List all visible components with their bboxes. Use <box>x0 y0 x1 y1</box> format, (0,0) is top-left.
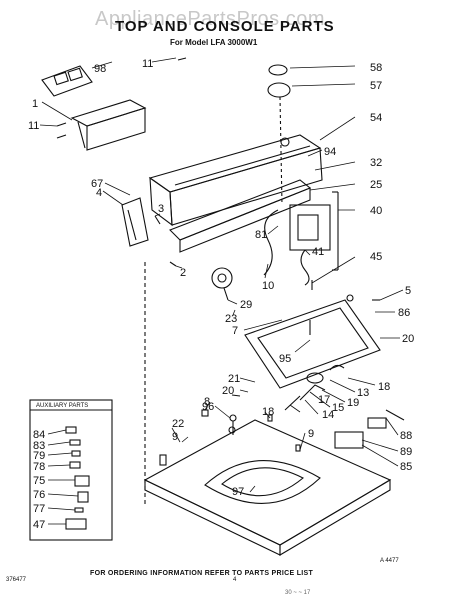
callout-3: 3 <box>158 203 164 215</box>
timer-knob <box>267 64 291 206</box>
callout-5: 5 <box>405 285 411 297</box>
diagram-ref-code: A 4477 <box>380 558 399 564</box>
wire-harness <box>263 209 279 276</box>
top-cabinet <box>143 419 392 556</box>
callout-23: 23 <box>225 313 237 325</box>
callout-57: 57 <box>370 80 382 92</box>
callout-95: 95 <box>279 353 291 365</box>
callout-97: 97 <box>232 486 244 498</box>
lid-assembly <box>244 294 381 389</box>
callout-94: 94 <box>324 146 336 158</box>
screws <box>56 57 380 397</box>
callout-4: 4 <box>96 187 102 199</box>
callout-13: 13 <box>357 387 369 399</box>
callout-29: 29 <box>240 299 252 311</box>
callout-67: 67 <box>91 178 103 190</box>
aux-callout-76: 76 <box>33 489 45 501</box>
rear-panel <box>70 99 147 151</box>
callout-19: 19 <box>347 397 359 409</box>
switch-29 <box>211 267 233 301</box>
callout-9-right: 9 <box>308 428 314 440</box>
aux-callout-79: 79 <box>33 450 45 462</box>
leader-lines <box>39 57 404 525</box>
bracket-32-25 <box>169 179 312 253</box>
callout-96: 96 <box>202 401 214 413</box>
callout-18-lower: 18 <box>262 406 274 418</box>
callout-45: 45 <box>370 251 382 263</box>
watermark: AppliancePartsPros.com <box>95 8 325 30</box>
callout-9: 9 <box>172 431 178 443</box>
callout-40: 40 <box>370 205 382 217</box>
aux-callout-77: 77 <box>33 503 45 515</box>
callout-21: 21 <box>228 373 240 385</box>
callout-17: 17 <box>318 394 330 406</box>
aux-callout-83: 83 <box>33 440 45 452</box>
callout-1: 1 <box>32 98 38 110</box>
callout-11: 11 <box>142 58 153 70</box>
callout-81: 81 <box>255 229 267 241</box>
lid-hinge-parts <box>284 364 345 411</box>
callout-11-lower: 11 <box>28 120 39 132</box>
callout-85: 85 <box>400 461 412 473</box>
aux-callout-47: 47 <box>33 519 45 531</box>
small-fasteners <box>201 409 301 452</box>
aux-callout-75: 75 <box>33 475 45 487</box>
callout-88: 88 <box>400 430 412 442</box>
part-98-plate <box>41 65 93 97</box>
end-cap-4 <box>121 197 149 247</box>
callout-10: 10 <box>262 280 274 292</box>
callout-89: 89 <box>400 446 412 458</box>
callout-20: 20 <box>402 333 414 345</box>
model-subtitle: For Model LFA 3000W1 <box>170 38 258 47</box>
page-number: 4 <box>233 577 237 583</box>
callout-25: 25 <box>370 179 382 191</box>
callout-7: 7 <box>232 325 238 337</box>
callout-8: 8 <box>204 396 210 408</box>
page-title: TOP AND CONSOLE PARTS <box>115 18 335 35</box>
callout-41: 41 <box>312 246 324 258</box>
callout-15: 15 <box>332 402 344 414</box>
callout-20-lower: 20 <box>222 385 234 397</box>
doc-number: 376477 <box>6 577 27 583</box>
aux-callout-84: 84 <box>33 429 45 441</box>
auxiliary-parts-title: AUXILIARY PARTS <box>36 403 88 409</box>
callout-86: 86 <box>398 307 410 319</box>
timer-assembly <box>289 191 339 286</box>
callout-54: 54 <box>370 112 382 124</box>
callout-32: 32 <box>370 157 382 169</box>
callout-58: 58 <box>370 62 382 74</box>
console-panel <box>148 134 323 227</box>
callout-2: 2 <box>180 267 186 279</box>
ordering-footer: FOR ORDERING INFORMATION REFER TO PARTS … <box>90 570 314 577</box>
aux-callout-78: 78 <box>33 461 45 473</box>
callout-22: 22 <box>172 418 184 430</box>
callout-18: 18 <box>378 381 390 393</box>
bottom-scrawl: 30 ~ ~ 17 <box>285 590 311 596</box>
callout-98: 98 <box>94 63 106 75</box>
callout-14: 14 <box>322 409 334 421</box>
